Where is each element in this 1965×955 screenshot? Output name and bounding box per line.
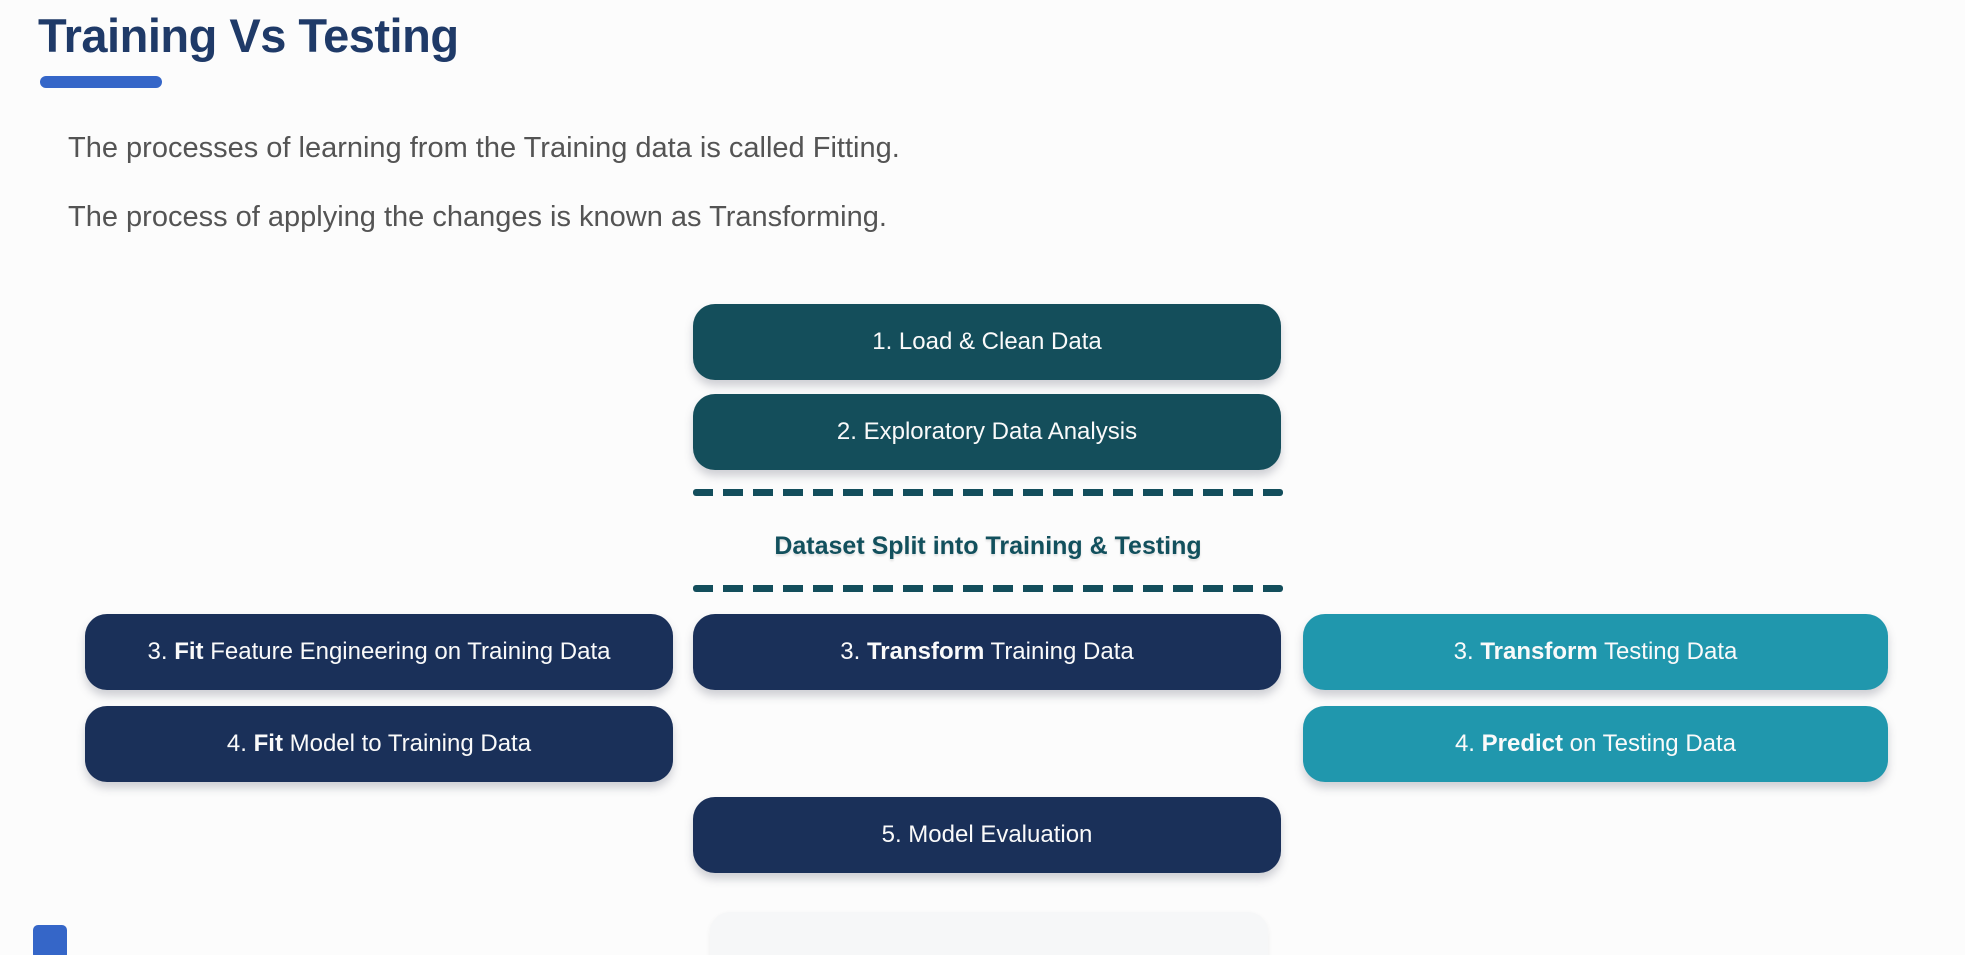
step-label: 3. Fit Feature Engineering on Training D…: [147, 638, 611, 665]
intro-line-transforming: The process of applying the changes is k…: [68, 201, 887, 233]
dashed-divider-top: [693, 489, 1283, 496]
step-label: 5. Model Evaluation: [881, 821, 1093, 848]
intro-line-fitting: The processes of learning from the Train…: [68, 132, 900, 164]
step-box-model-evaluation: 5. Model Evaluation: [693, 797, 1281, 873]
corner-accent-square: [33, 925, 67, 955]
step-box-fit-model-training-data: 4. Fit Model to Training Data: [85, 706, 673, 782]
step-box-load-clean-data: 1. Load & Clean Data: [693, 304, 1281, 380]
step-box-predict-testing-data: 4. Predict on Testing Data: [1303, 706, 1888, 782]
page-title: Training Vs Testing: [38, 9, 459, 62]
title-underline: [40, 76, 162, 88]
step-box-transform-training-data: 3. Transform Training Data: [693, 614, 1281, 690]
faint-next-step-box: [710, 912, 1268, 955]
step-label: 1. Load & Clean Data: [872, 328, 1102, 355]
step-box-exploratory-data-analysis: 2. Exploratory Data Analysis: [693, 394, 1281, 470]
step-box-transform-testing-data: 3. Transform Testing Data: [1303, 614, 1888, 690]
step-box-fit-feature-engineering: 3. Fit Feature Engineering on Training D…: [85, 614, 673, 690]
step-label: 4. Fit Model to Training Data: [226, 730, 532, 757]
dashed-divider-bottom: [693, 585, 1283, 592]
step-label: 3. Transform Testing Data: [1453, 638, 1738, 665]
step-label: 2. Exploratory Data Analysis: [836, 418, 1138, 445]
step-label: 4. Predict on Testing Data: [1454, 730, 1737, 757]
dataset-split-label: Dataset Split into Training & Testing: [774, 532, 1202, 560]
step-label: 3. Transform Training Data: [840, 638, 1134, 665]
